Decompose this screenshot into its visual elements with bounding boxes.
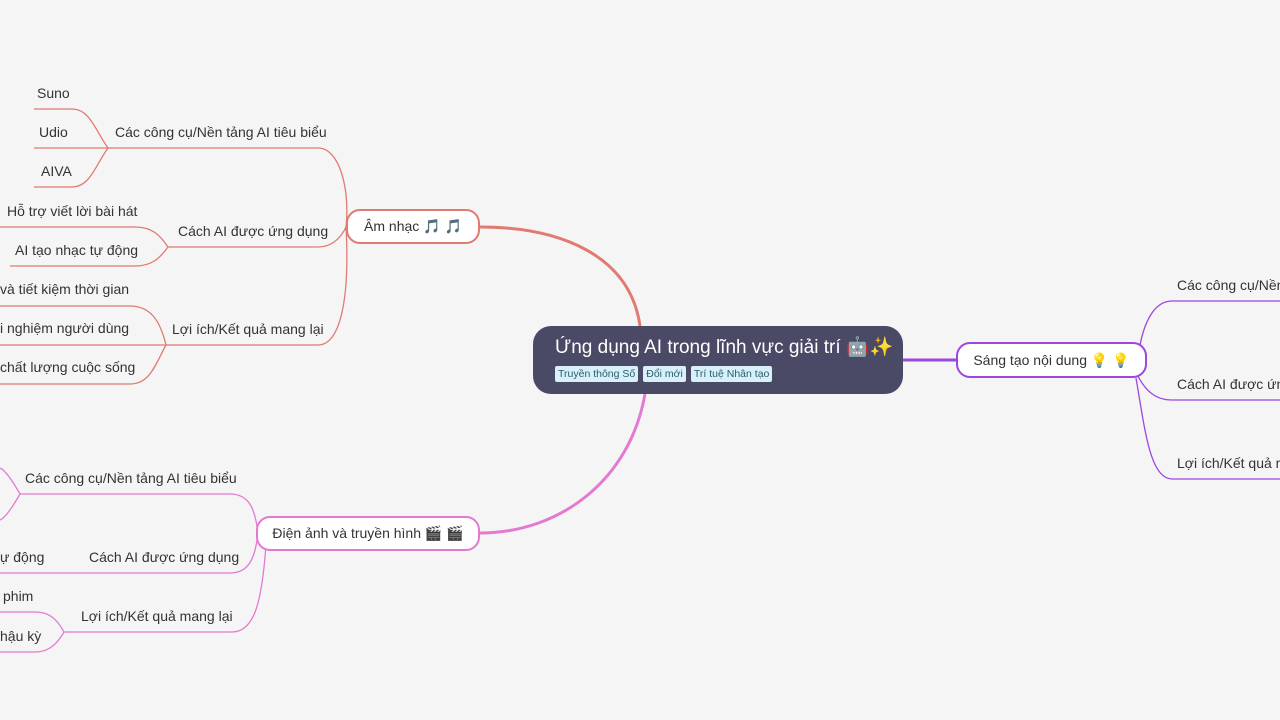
branch-content-label: Sáng tạo nội dung 💡 💡 — [973, 351, 1130, 368]
music-benefit-2[interactable]: i nghiệm người dùng — [0, 320, 130, 336]
branch-film-label: Điện ảnh và truyền hình 🎬 🎬 — [272, 525, 464, 541]
root-node[interactable]: Ứng dụng AI trong lĩnh vực giải trí 🤖✨ T… — [533, 326, 903, 394]
music-tool-aiva[interactable]: AIVA — [41, 163, 72, 179]
music-tools-node[interactable]: Các công cụ/Nền tảng AI tiêu biểu — [115, 124, 327, 140]
connector-music-benefits — [166, 226, 348, 346]
content-benefits-node[interactable]: Lợi ích/Kết quả m — [1177, 455, 1280, 471]
connector-benefits-3 — [0, 344, 167, 385]
film-usage-leaf[interactable]: ự động — [0, 549, 45, 565]
connector-tools-suno — [34, 108, 109, 149]
connector-content-benefits — [1135, 377, 1280, 480]
content-usage-node[interactable]: Cách AI được ứng — [1177, 376, 1280, 392]
music-tool-suno[interactable]: Suno — [37, 85, 70, 101]
connector-film-benefits-leaf-b — [0, 631, 65, 653]
connector-music-usage — [168, 226, 347, 248]
connector-root-film — [479, 393, 647, 535]
music-benefits-node[interactable]: Lợi ích/Kết quả mang lại — [172, 321, 324, 337]
film-usage-node[interactable]: Cách AI được ứng dụng — [89, 549, 240, 565]
music-benefit-3[interactable]: chất lượng cuộc sống — [0, 359, 136, 375]
connector-usage-lyrics — [0, 226, 169, 248]
film-benefits-node[interactable]: Lợi ích/Kết quả mang lại — [81, 608, 233, 624]
root-title: Ứng dụng AI trong lĩnh vực giải trí 🤖✨ — [555, 337, 894, 358]
content-tools-node[interactable]: Các công cụ/Nền — [1177, 277, 1280, 293]
branch-film[interactable]: Điện ảnh và truyền hình 🎬 🎬 — [256, 516, 480, 551]
music-usage-auto[interactable]: AI tạo nhạc tự động — [15, 242, 139, 258]
tag-innovation[interactable]: Đổi mới — [643, 366, 686, 382]
music-usage-lyrics[interactable]: Hỗ trợ viết lời bài hát — [7, 203, 138, 219]
branch-music[interactable]: Âm nhạc 🎵 🎵 — [346, 209, 480, 244]
connector-usage-auto — [10, 246, 169, 267]
connector-music-tools — [108, 147, 348, 228]
connector-film-benefits — [64, 544, 267, 633]
branch-music-label: Âm nhạc 🎵 🎵 — [364, 218, 462, 234]
connector-benefits-1 — [0, 305, 167, 346]
film-tools-node[interactable]: Các công cụ/Nền tảng AI tiêu biểu — [25, 470, 237, 486]
connector-tools-aiva — [34, 147, 109, 188]
root-tags: Truyền thông Số Đổi mới Trí tuệ Nhân tạo — [555, 366, 881, 382]
music-benefit-1[interactable]: và tiết kiệm thời gian — [0, 281, 130, 297]
connector-root-music — [479, 225, 642, 327]
film-benefit-leaf-2[interactable]: hậu kỳ — [0, 628, 42, 644]
connector-content-usage — [1137, 375, 1280, 401]
music-usage-node[interactable]: Cách AI được ứng dụng — [178, 223, 329, 239]
tag-digital-media[interactable]: Truyền thông Số — [555, 366, 639, 382]
connector-film-tools-leaf-b — [0, 493, 21, 521]
music-tool-udio[interactable]: Udio — [39, 124, 68, 140]
connector-content-tools — [1139, 300, 1280, 346]
connector-film-tools-leaf-a — [0, 467, 21, 495]
tag-ai[interactable]: Trí tuệ Nhân tạo — [690, 366, 773, 382]
connector-film-tools — [20, 493, 259, 534]
connector-film-benefits-leaf-a — [0, 611, 65, 633]
film-benefit-leaf-1[interactable]: phim — [3, 588, 34, 604]
branch-content[interactable]: Sáng tạo nội dung 💡 💡 — [956, 342, 1147, 378]
